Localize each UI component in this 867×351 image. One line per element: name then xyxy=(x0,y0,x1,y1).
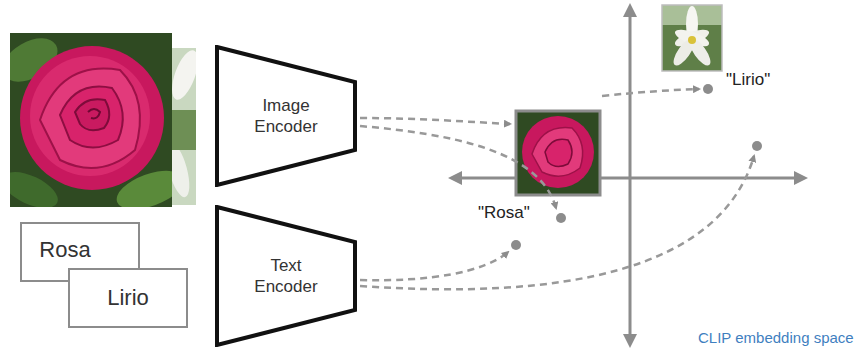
rose-thumbnail xyxy=(516,111,600,195)
trapezoid-outline xyxy=(215,45,357,187)
word: Lirio xyxy=(107,284,149,312)
point-label: "Rosa" xyxy=(476,203,532,223)
embedding-axes xyxy=(448,3,808,348)
embedding-points xyxy=(511,84,762,250)
trapezoid-outline xyxy=(215,205,357,347)
point-label: "Lirio" xyxy=(724,70,772,90)
word-card: Lirio xyxy=(68,268,188,328)
encoder-name: Text Encoder xyxy=(238,255,334,298)
encoder-name: Image Encoder xyxy=(238,95,334,138)
encoder-block: Text Encoder xyxy=(215,205,357,347)
lily-thumbnail xyxy=(662,5,722,71)
word: Rosa xyxy=(39,236,90,264)
encoder-block: Image Encoder xyxy=(215,45,357,187)
projection-arrows xyxy=(360,89,754,289)
rose-photo xyxy=(10,33,172,207)
space-caption: CLIP embedding space xyxy=(696,329,856,346)
